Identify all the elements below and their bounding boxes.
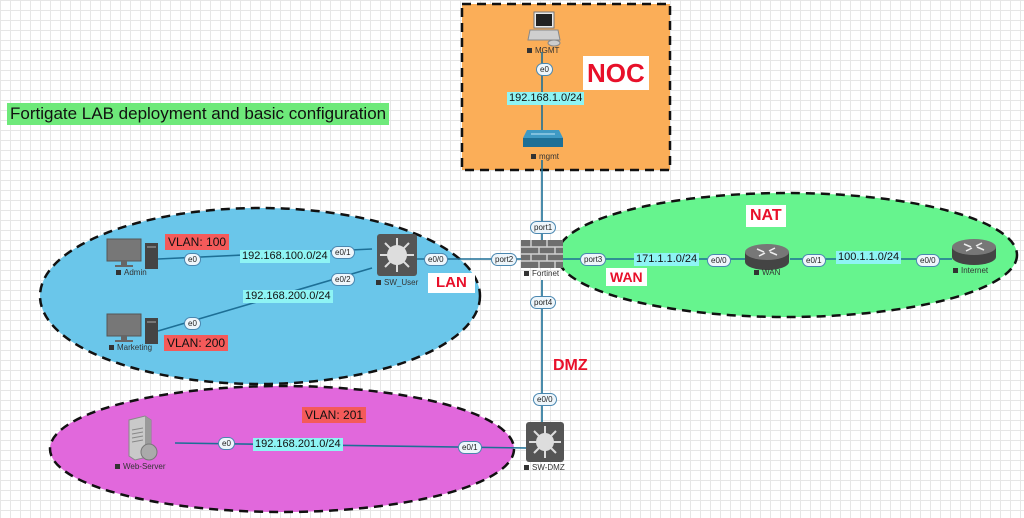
router-icon[interactable]: [745, 244, 789, 270]
node-name-internet: Internet: [953, 266, 988, 275]
desktop-pc-icon[interactable]: [106, 313, 158, 344]
port-badge-wan-e00[interactable]: e0/0: [707, 254, 731, 267]
diagram-title: Fortigate LAB deployment and basic confi…: [7, 103, 390, 125]
dmz-zone-label: DMZ: [553, 357, 588, 374]
layer3-switch-icon[interactable]: [377, 234, 417, 276]
switch-icon[interactable]: [523, 130, 563, 147]
layer3-switch-icon[interactable]: [526, 422, 564, 462]
node-name-web-server: Web-Server: [115, 462, 166, 471]
port-badge-swdmz-e00[interactable]: e0/0: [533, 393, 557, 406]
network-label-vlan100: 192.168.100.0/24: [240, 250, 330, 263]
lan-zone-label: LAN: [428, 273, 475, 293]
port-badge-fortinet-port4[interactable]: port4: [530, 296, 557, 309]
vlan-label-dmz: VLAN: 201: [302, 407, 367, 423]
router-icon[interactable]: [952, 239, 996, 265]
port-badge-internet-e00[interactable]: e0/0: [916, 254, 940, 267]
vlan-label-marketing: VLAN: 200: [164, 335, 229, 351]
network-label-mgmt: 192.168.1.0/24: [507, 92, 585, 105]
node-name-fortinet: Fortinet: [524, 269, 559, 278]
firewall-icon[interactable]: [521, 240, 563, 268]
network-label-vlan200: 192.168.200.0/24: [243, 290, 333, 303]
vlan-label-admin: VLAN: 100: [165, 234, 230, 250]
desktop-pc-icon[interactable]: [106, 238, 158, 269]
port-badge-swuser-e00[interactable]: e0/0: [424, 253, 448, 266]
port-badge-swuser-e02[interactable]: e0/2: [331, 273, 355, 286]
node-name-mgmt: MGMT: [527, 46, 559, 55]
port-badge-swuser-e01[interactable]: e0/1: [331, 246, 355, 259]
port-badge-web-e0[interactable]: e0: [218, 437, 235, 450]
network-label-internet: 100.1.1.0/24: [836, 251, 902, 264]
port-badge-fortinet-port2[interactable]: port2: [491, 253, 518, 266]
node-name-mgmt-switch: mgmt: [531, 152, 559, 161]
port-badge-fortinet-port3[interactable]: port3: [580, 253, 607, 266]
nat-zone-label: NAT: [746, 205, 786, 227]
port-badge-admin-e0[interactable]: e0: [184, 253, 201, 266]
server-icon[interactable]: [128, 415, 158, 461]
port-badge-fortinet-port1[interactable]: port1: [530, 221, 557, 234]
port-badge-marketing-e0[interactable]: e0: [184, 317, 201, 330]
node-name-marketing: Marketing: [109, 343, 152, 352]
network-label-dmz: 192.168.201.0/24: [253, 438, 343, 451]
workstation-icon[interactable]: [527, 11, 561, 47]
node-name-admin: Admin: [116, 268, 147, 277]
network-label-wan: 171.1.1.0/24: [634, 253, 700, 266]
node-name-sw-user: SW_User: [376, 278, 418, 287]
port-badge-swdmz-e01[interactable]: e0/1: [458, 441, 482, 454]
node-name-sw-dmz: SW-DMZ: [524, 463, 565, 472]
noc-zone-label: NOC: [583, 56, 649, 90]
node-name-wan: WAN: [754, 268, 780, 277]
wan-zone-label: WAN: [606, 268, 647, 286]
port-badge-wan-e01[interactable]: e0/1: [802, 254, 826, 267]
port-badge-mgmt-e0[interactable]: e0: [536, 63, 553, 76]
